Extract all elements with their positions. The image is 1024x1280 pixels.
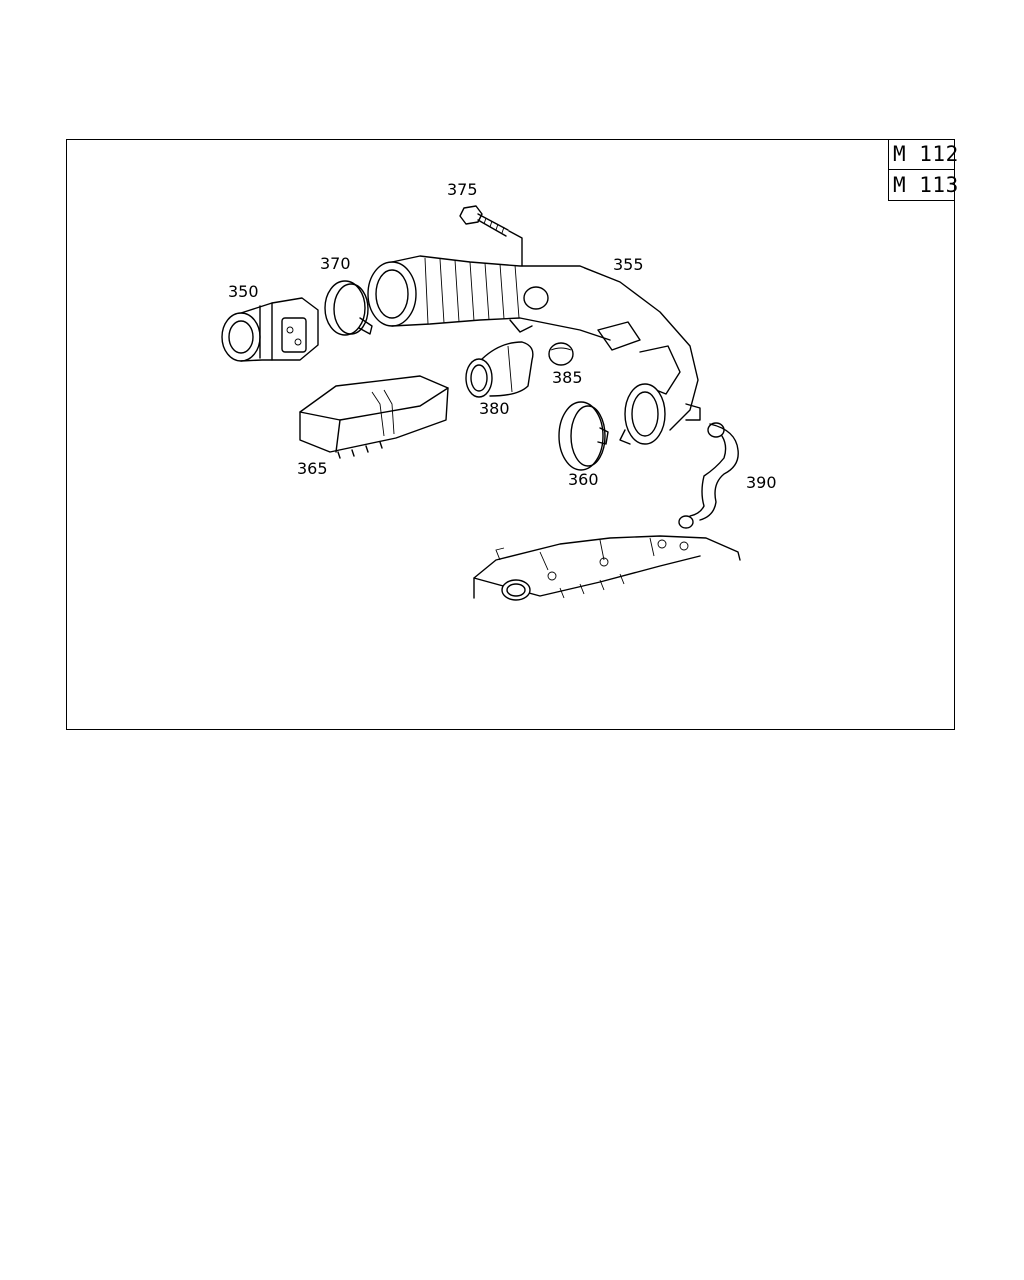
part-380-elbow-hose[interactable] bbox=[465, 341, 534, 398]
engine-code-m113: M 113 bbox=[888, 170, 958, 201]
callout-365: 365 bbox=[297, 459, 328, 478]
callout-390: 390 bbox=[746, 473, 777, 492]
callout-385: 385 bbox=[552, 368, 583, 387]
callout-355: 355 bbox=[613, 255, 644, 274]
callout-370: 370 bbox=[320, 254, 351, 273]
leader-355 bbox=[583, 267, 621, 283]
callout-375: 375 bbox=[447, 180, 478, 199]
engine-cylinder-head bbox=[473, 535, 741, 601]
part-385-plug[interactable] bbox=[548, 342, 574, 366]
engine-code-m112: M 112 bbox=[888, 139, 958, 170]
engine-code-box: M 112 M 113 bbox=[888, 139, 958, 201]
callout-350: 350 bbox=[228, 282, 259, 301]
part-350-air-mass-sensor[interactable] bbox=[221, 297, 319, 362]
part-355-intake-duct[interactable] bbox=[367, 255, 701, 445]
part-370-hose-clamp[interactable] bbox=[324, 280, 373, 336]
diagram-frame bbox=[66, 139, 955, 730]
callout-380: 380 bbox=[479, 399, 510, 418]
part-365-resonator[interactable] bbox=[299, 375, 449, 459]
part-390-breather-hose[interactable] bbox=[678, 422, 739, 529]
callout-360: 360 bbox=[568, 470, 599, 489]
part-375-bolt[interactable] bbox=[459, 205, 523, 267]
part-360-clamp-ring[interactable] bbox=[558, 401, 609, 471]
